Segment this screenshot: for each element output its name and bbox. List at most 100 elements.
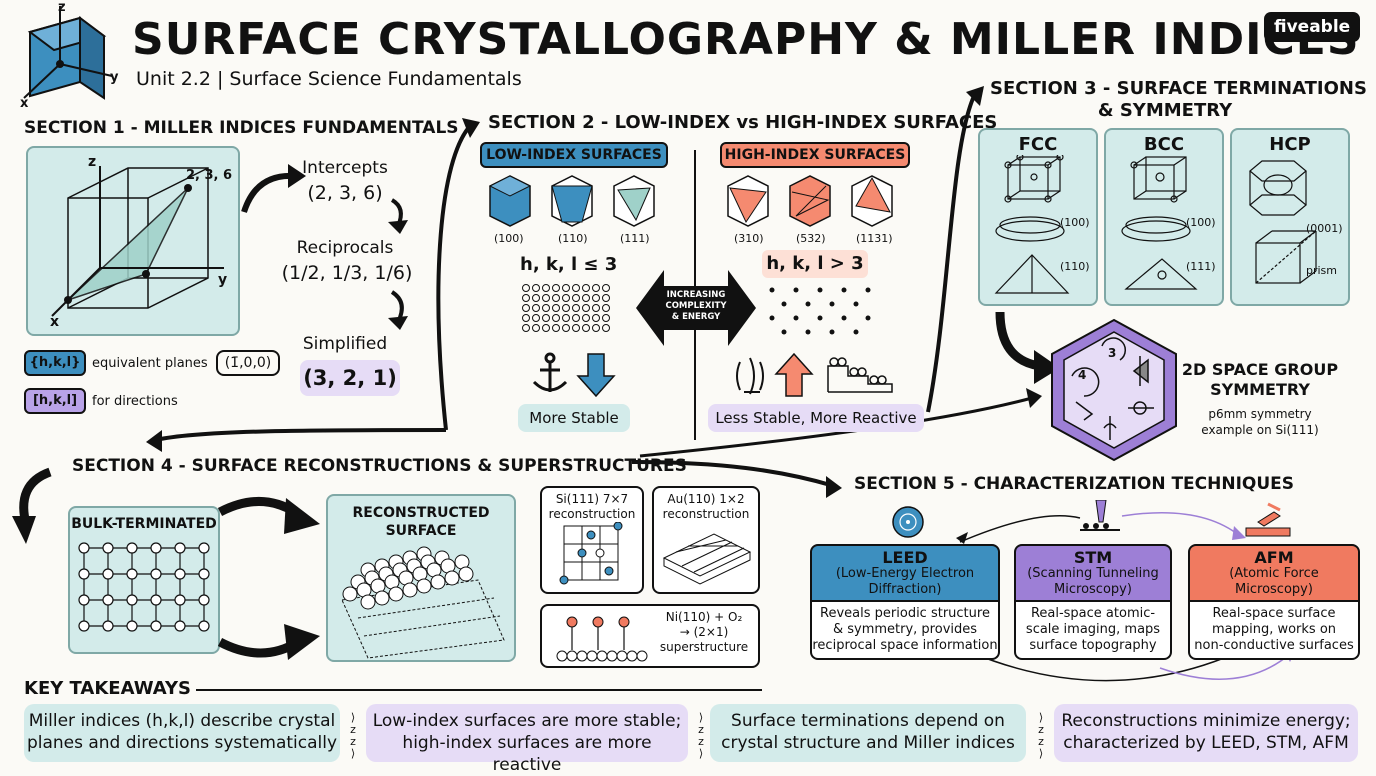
inset-au110-label: Au(110) 1×2 reconstruction (662, 492, 750, 521)
low-index-rule: h, k, l ≤ 3 (520, 254, 618, 275)
inset-au110: Au(110) 1×2 reconstruction (652, 486, 760, 594)
hcp-label: HCP (1269, 134, 1311, 155)
badge-planes-example: (1̄,0,0) (216, 350, 280, 376)
rotation-3-label: 3 (1108, 346, 1117, 360)
s1-axis-z: z (88, 154, 97, 170)
cube-1131-icon (851, 175, 893, 227)
fcc-panel: FCC (978, 128, 1098, 306)
up-arrow-icon (774, 352, 814, 397)
takeaway-3: Surface terminations depend on crystal s… (710, 704, 1026, 762)
inset-ni110: Ni(110) + O₂ → (2×1) superstructure (540, 604, 760, 668)
section4-title: SECTION 4 - SURFACE RECONSTRUCTIONS & SU… (72, 456, 687, 476)
cube-111-icon (613, 175, 655, 227)
reactivity-icons (736, 352, 893, 397)
hcp-structure-icon (1249, 160, 1317, 284)
rotation-4-icon (1071, 367, 1100, 397)
high-plane-0: (310) (734, 232, 764, 245)
leed-description: Reveals periodic structure & symmetry, p… (810, 602, 1000, 660)
screw-icon (1103, 416, 1117, 440)
step-intercepts-label: Intercepts (302, 158, 388, 178)
section1-plane-panel (26, 146, 240, 336)
symmetry-desc: p6mm symmetry example on Si(111) (1201, 407, 1319, 437)
bulk-label: BULK-TERMINATED (71, 516, 217, 532)
complexity-label: INCREASING COMPLEXITY & ENERGY (665, 290, 727, 322)
low-plane-2: (111) (620, 232, 650, 245)
leed-header: LEED (Low-Energy Electron Diffraction) (810, 544, 1000, 602)
stm-description: Real-space atomic- scale imaging, maps s… (1014, 602, 1172, 660)
high-plane-1: (532) (796, 232, 826, 245)
header-axis-x: x (20, 96, 29, 111)
header-axis-z: z (58, 0, 66, 15)
badge-directions: [h,k,l] (24, 388, 86, 414)
afm-header: AFM (Atomic Force Microscopy) (1188, 544, 1360, 602)
high-index-lattice (769, 287, 871, 335)
reconstructed-surface-panel: RECONSTRUCTED SURFACE (326, 494, 516, 662)
takeaways-rule (196, 689, 762, 691)
leed-pattern-icon (892, 506, 924, 538)
high-index-header: HIGH-INDEX SURFACES (720, 142, 910, 168)
brand-logo[interactable]: fiveable (1264, 12, 1361, 42)
section1-title: SECTION 1 - MILLER INDICES FUNDAMENTALS (24, 118, 459, 138)
stm-tip-icon (1080, 500, 1120, 531)
recon-label: RECONSTRUCTED SURFACE (352, 505, 490, 539)
low-plane-1: (110) (558, 232, 588, 245)
down-arrow-icon (576, 353, 616, 398)
badge-planes: {h,k,l} (24, 350, 86, 376)
low-index-header: LOW-INDEX SURFACES (480, 142, 668, 168)
arrow-to-symmetry (995, 311, 1060, 384)
low-index-lattice (522, 284, 610, 332)
step-reciprocals-label: Reciprocals (296, 238, 394, 258)
takeaway-2: Low-index surfaces are more stable; high… (366, 704, 688, 775)
inset-si111: Si(111) 7×7 reconstruction (540, 486, 644, 594)
low-index-footer: More Stable (518, 404, 630, 432)
afm-description: Real-space surface mapping, works on non… (1188, 602, 1360, 660)
bulk-lattice (78, 542, 210, 632)
s1-point-label: 2, 3, 6 (186, 168, 233, 183)
glide-icon (1075, 401, 1094, 421)
bcc-label: BCC (1143, 134, 1185, 155)
section3-title: SECTION 3 - SURFACE TERMINATIONS & SYMME… (990, 78, 1367, 121)
hcp-face-0: (0001) (1306, 222, 1343, 235)
vibration-icon (736, 357, 764, 395)
takeaways-title: KEY TAKEAWAYS (24, 678, 191, 699)
anchor-and-down-icons (532, 352, 616, 398)
header-cube-icon (23, 6, 113, 100)
ni110-adsorbate-diagram (556, 616, 648, 662)
step-simplified-value: (3, 2, 1) (300, 360, 400, 396)
technique-afm: AFM (Atomic Force Microscopy) Real-space… (1188, 544, 1360, 660)
bcc-panel: BCC (1104, 128, 1224, 306)
arrow-to-bulk (12, 467, 52, 544)
technique-leed: LEED (Low-Energy Electron Diffraction) R… (810, 544, 1000, 660)
step-intercepts-value: (2, 3, 6) (307, 182, 383, 204)
bcc-face-0: (100) (1186, 216, 1216, 229)
symmetry-hexagon (1051, 318, 1177, 462)
takeaway-1: Miller indices (h,k,l) describe crystal … (24, 704, 340, 762)
mirror-icon (1132, 358, 1149, 384)
reconstructed-lattice (341, 546, 505, 659)
fcc-label: FCC (1018, 134, 1058, 155)
cube-100-icon (488, 175, 532, 227)
fcc-face-0: (100) (1060, 216, 1090, 229)
cube-532-icon (789, 175, 831, 227)
hcp-panel: HCP (1230, 128, 1350, 306)
rotation-4-label: 4 (1078, 368, 1087, 382)
bcc-face-1: (111) (1186, 260, 1216, 273)
step-reciprocals-value: (1/2, 1/3, 1/6) (281, 262, 413, 284)
badge-directions-text: for directions (92, 394, 178, 409)
inset-ni110-label: Ni(110) + O₂ → (2×1) superstructure (659, 610, 749, 654)
badge-planes-text: equivalent planes (92, 356, 208, 371)
rotation-3-icon (1101, 337, 1127, 361)
step-surface-icon (827, 357, 893, 393)
s1-axis-x: x (50, 314, 60, 330)
high-plane-2: (1131) (856, 232, 893, 245)
stm-header: STM (Scanning Tunneling Microscopy) (1014, 544, 1172, 602)
s1-axis-y: y (218, 272, 228, 288)
bulk-to-recon-arrows (217, 497, 320, 660)
miller-plane-diagram (51, 166, 224, 317)
bulk-terminated-panel: BULK-TERMINATED (68, 506, 220, 654)
au110-grid (662, 533, 752, 585)
inset-si111-label: Si(111) 7×7 reconstruction (548, 492, 636, 521)
